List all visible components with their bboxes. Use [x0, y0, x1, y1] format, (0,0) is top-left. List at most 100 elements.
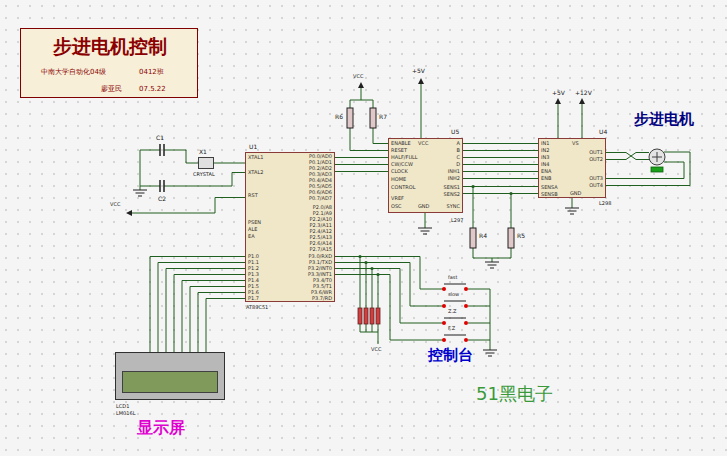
node-text: L297: [451, 218, 463, 223]
supply-label: +12V: [575, 90, 592, 96]
sense-wire: [473, 187, 511, 263]
part-name: C1: [156, 135, 164, 141]
motor-rotor: [652, 152, 662, 162]
pin-name: IN1: [541, 141, 549, 146]
junction-dot: [358, 255, 361, 258]
pin-name: VREF: [391, 196, 404, 201]
pin-name: HOME: [391, 177, 406, 182]
node-text: LCD1: [116, 404, 129, 409]
motor-symbol: [649, 149, 665, 165]
node-text: X1: [199, 149, 207, 155]
button-label: Z.Z: [448, 309, 456, 314]
pin-name: P3.3/INT1: [308, 272, 332, 277]
resistor-pack: [364, 308, 368, 324]
resistor-pack-wire: [360, 257, 378, 345]
pin-name: XTAL2: [248, 170, 263, 175]
power-arrow: [126, 78, 585, 216]
ground-symbol: [133, 190, 579, 356]
supply-label: +5V: [552, 90, 565, 96]
part-name: C2: [158, 196, 166, 202]
pin-name: P2.4/A12: [310, 229, 332, 234]
pin-name: P0.0/AD0: [309, 154, 332, 159]
resistor-pack: [370, 308, 374, 324]
pin-name: D: [456, 162, 460, 167]
part-name: R4: [479, 233, 487, 239]
junction-dot: [376, 273, 379, 276]
pin-name: IN3: [541, 155, 549, 160]
lcd-screen: [122, 371, 218, 393]
pin-name: VCC: [418, 141, 428, 146]
resistor-symbol: [347, 108, 353, 128]
pin-name: A: [457, 141, 460, 146]
title-block: 步进电机控制中南大学自动化04级0412班廖亚民07.5.22: [20, 28, 198, 98]
pin-name: XTAL1: [248, 155, 263, 160]
crystal-box: X1CRYSTAL: [198, 157, 214, 169]
pin-name: OUT1: [589, 150, 603, 155]
junction-dot: [471, 185, 474, 188]
pin-name: CONTROL: [391, 185, 415, 190]
supply-label: VCC: [110, 202, 120, 207]
pin-name: P1.0: [248, 254, 259, 259]
button-contact: [464, 304, 468, 308]
pin-name: P1.5: [248, 284, 259, 289]
pin-name: RESET: [391, 148, 407, 153]
resistor-pack: [376, 308, 380, 324]
node-text: 0412班: [139, 69, 164, 76]
button-contact: [442, 321, 446, 325]
pin-name: ALE: [248, 227, 257, 232]
pullup-wire: [350, 88, 388, 151]
button-label: F.Z: [448, 326, 455, 331]
pin-name: SENSA: [541, 185, 558, 190]
pin-name: P0.3/AD3: [309, 172, 332, 177]
button-symbol: [444, 284, 466, 335]
pin-name: P2.2/A10: [310, 217, 332, 222]
node-text: L298: [599, 201, 611, 206]
pin-name: C: [457, 155, 461, 160]
pin-name: ENABLE: [391, 141, 411, 146]
motor-indicator: [651, 167, 663, 172]
pin-name: P3.1/TXD: [309, 260, 332, 265]
node-text: U4: [599, 129, 607, 135]
wire-connector: [214, 163, 245, 164]
pin-name: P2.7/A15: [310, 247, 332, 252]
junction-dot: [364, 261, 367, 264]
pin-name: GND: [418, 204, 429, 209]
part-name: R7: [379, 114, 387, 120]
pin-name: OUT2: [589, 157, 603, 162]
node-text: 07.5.22: [139, 86, 166, 93]
pin-name: P3.6/WR: [311, 290, 332, 295]
pin-name: P0.2/AD2: [309, 166, 332, 171]
pin-name: CW/CCW: [391, 162, 413, 167]
pin-name: P0.1/AD1: [309, 160, 332, 165]
reset-wire: [132, 198, 245, 214]
node-text: AT89C51: [246, 305, 268, 310]
button-wire: [335, 257, 490, 351]
pin-name: HALF/FULL: [391, 155, 418, 160]
pin-name: P1.7: [248, 296, 259, 301]
pin-name: EA: [248, 234, 255, 239]
junction-dot: [509, 192, 512, 195]
pin-name: PSEN: [248, 220, 261, 225]
phase-wire: [463, 151, 538, 194]
pin-name: ENB: [541, 176, 551, 181]
node-text: U1: [249, 144, 257, 150]
resistor-symbol: [508, 228, 514, 248]
button-contact: [442, 338, 446, 342]
pin-name: VS: [572, 141, 579, 146]
pin-name: P3.0/RXD: [309, 254, 332, 259]
junction-dot: [370, 267, 373, 270]
pin-name: IN2: [541, 148, 549, 153]
resistor-pack: [358, 308, 362, 324]
pin-name: INH1: [448, 169, 460, 174]
node-text: 廖亚民: [101, 86, 122, 93]
pin-name: SYNC: [447, 204, 460, 209]
pin-name: P1.3: [248, 272, 259, 277]
watermark: 51黑电子: [476, 385, 553, 403]
pin-name: P2.3/A11: [310, 223, 332, 228]
node-text: CRYSTAL: [193, 172, 215, 177]
pin-name: P0.5/AD5: [309, 184, 332, 189]
pin-name: ENA: [541, 169, 551, 174]
pin-name: OUT3: [589, 176, 603, 181]
